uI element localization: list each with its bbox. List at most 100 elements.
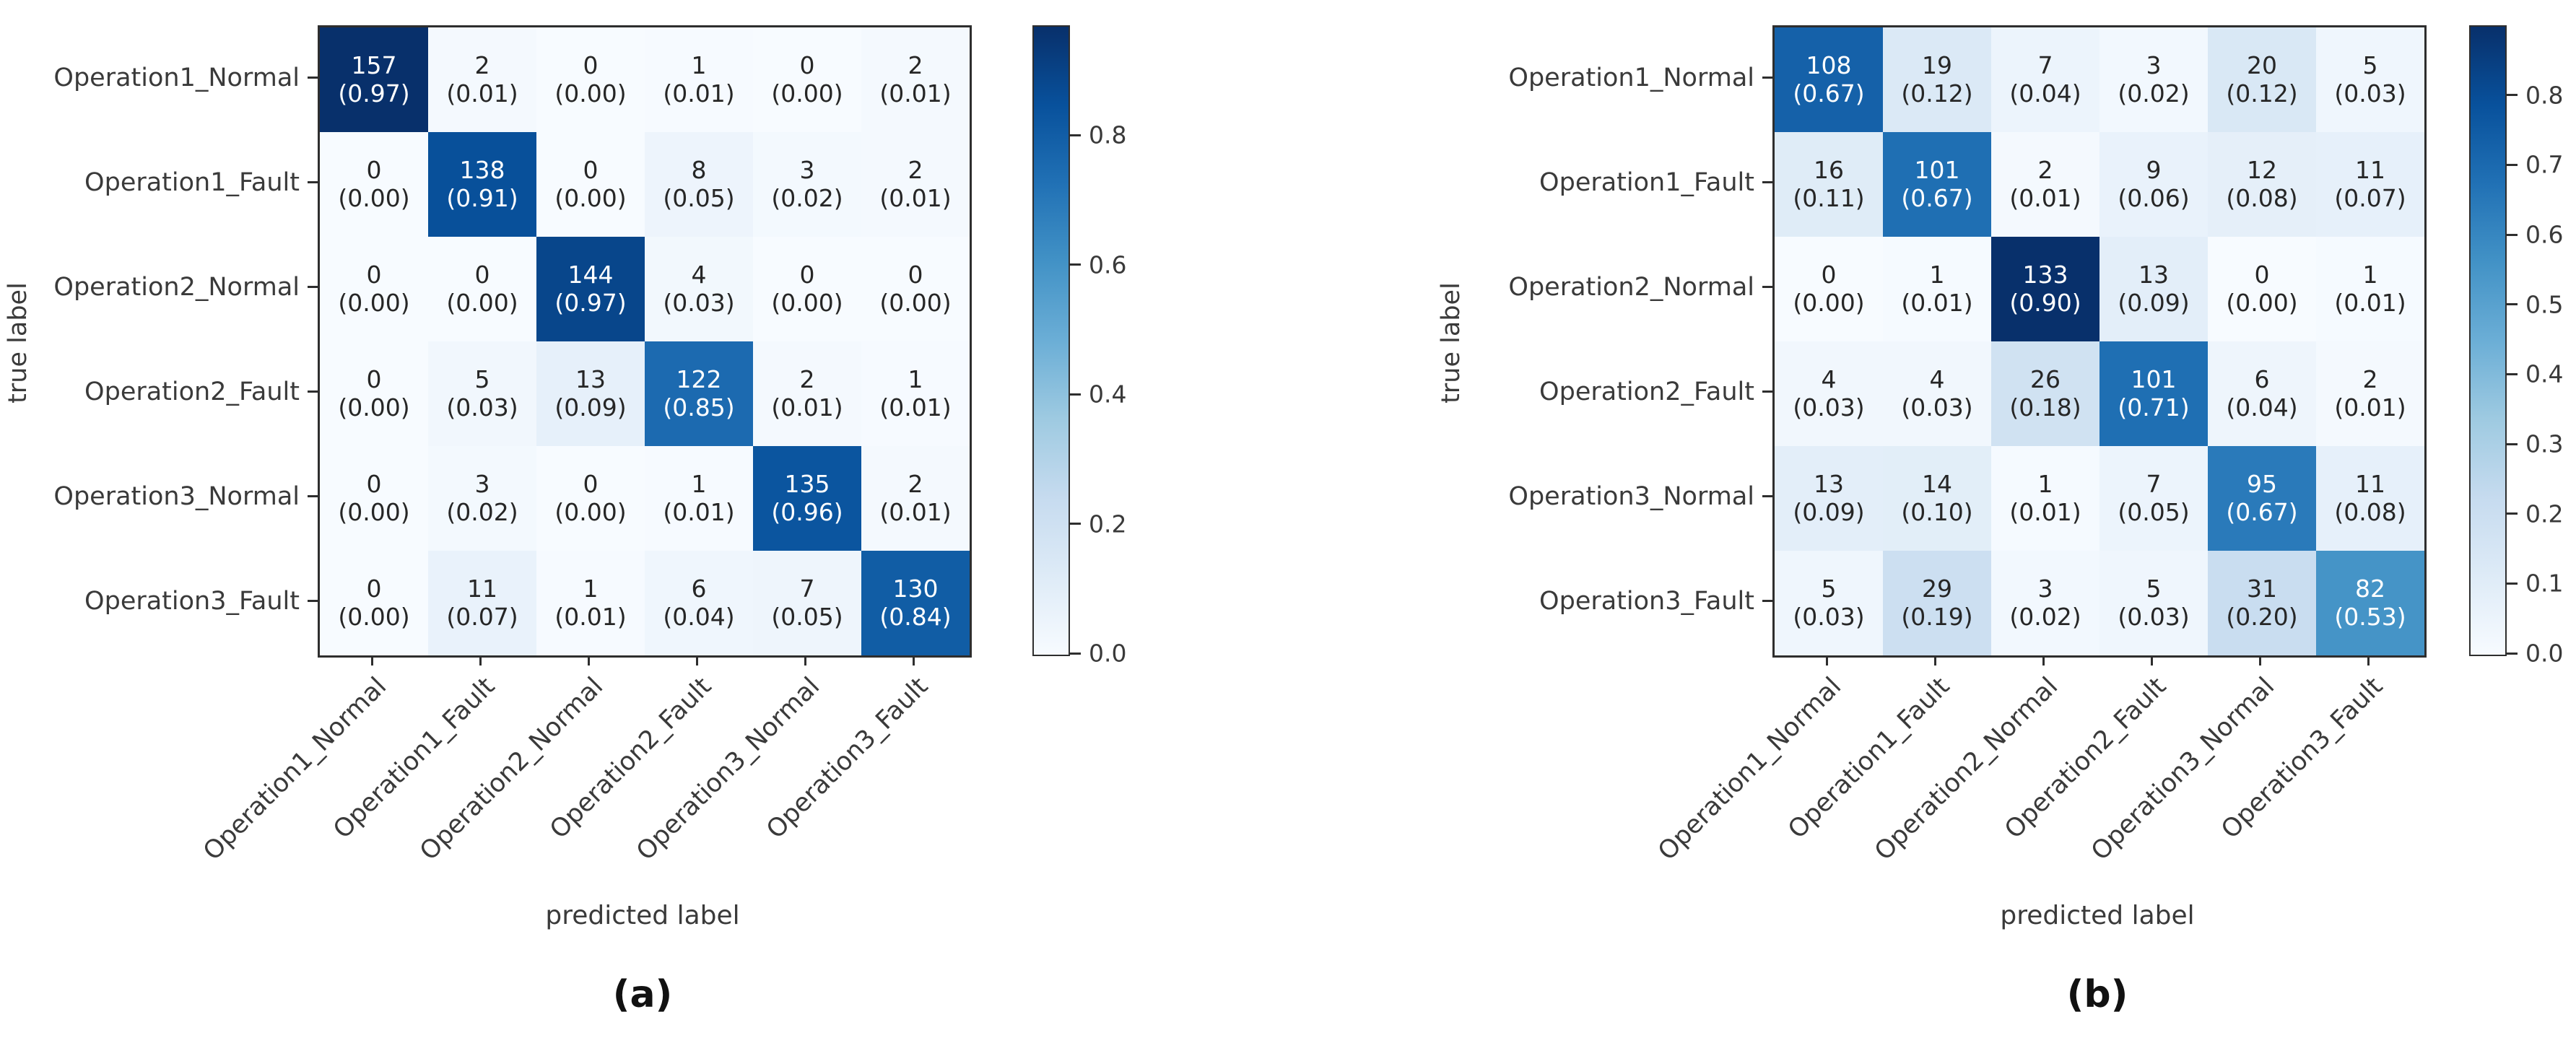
x-tick-mark — [587, 655, 590, 666]
colorbar-tick-label: 0.4 — [2525, 359, 2564, 388]
matrix-cell: 0(0.00) — [2208, 237, 2316, 341]
cell-proportion: (0.00) — [338, 288, 410, 317]
matrix-cell: 2(0.01) — [861, 27, 970, 132]
cell-proportion: (0.02) — [446, 497, 518, 526]
cell-proportion: (0.90) — [2009, 288, 2081, 317]
matrix-cell: 4(0.03) — [1883, 341, 1991, 446]
cell-proportion: (0.03) — [2334, 79, 2406, 108]
cell-count: 31 — [2247, 574, 2277, 603]
cell-count: 5 — [2146, 574, 2162, 603]
colorbar-a — [1032, 25, 1070, 656]
cell-proportion: (0.67) — [1793, 79, 1865, 108]
matrix-cell: 1(0.01) — [2316, 237, 2424, 341]
colorbar-b — [2469, 25, 2507, 656]
cell-proportion: (0.67) — [1901, 183, 1973, 212]
cell-proportion: (0.01) — [554, 602, 627, 631]
cell-count: 4 — [1929, 365, 1945, 393]
cell-count: 0 — [583, 469, 599, 498]
y-tick-mark — [1762, 181, 1772, 183]
matrix-cell: 29(0.19) — [1883, 551, 1991, 655]
cell-count: 29 — [1922, 574, 1952, 603]
matrix-cell: 0(0.00) — [1775, 237, 1883, 341]
matrix-cell: 7(0.05) — [2099, 446, 2208, 551]
cell-proportion: (0.53) — [2334, 602, 2406, 631]
matrix-cell: 6(0.04) — [645, 551, 753, 655]
cell-proportion: (0.18) — [2009, 393, 2081, 422]
cell-count: 16 — [1814, 155, 1844, 184]
row-label: Operation1_Normal — [1508, 63, 1754, 92]
matrix-cell: 0(0.00) — [320, 341, 428, 446]
matrix-cell: 0(0.00) — [320, 446, 428, 551]
matrix-cell: 12(0.08) — [2208, 132, 2316, 237]
colorbar-tick-label: 0.3 — [2525, 429, 2564, 458]
cell-proportion: (0.00) — [338, 183, 410, 212]
matrix-cell: 3(0.02) — [753, 132, 861, 237]
matrix-cell: 1(0.01) — [1883, 237, 1991, 341]
cell-proportion: (0.00) — [2226, 288, 2298, 317]
colorbar-tick-label: 0.1 — [2525, 569, 2564, 598]
cell-count: 157 — [351, 51, 397, 79]
cell-count: 5 — [1821, 574, 1837, 603]
cell-proportion: (0.06) — [2118, 183, 2190, 212]
matrix-cell: 82(0.53) — [2316, 551, 2424, 655]
cell-count: 9 — [2146, 155, 2162, 184]
matrix-cell: 101(0.71) — [2099, 341, 2208, 446]
x-tick-mark — [479, 655, 482, 666]
cell-count: 11 — [467, 574, 497, 603]
cell-proportion: (0.05) — [663, 183, 735, 212]
cell-count: 82 — [2355, 574, 2385, 603]
cell-count: 0 — [2254, 260, 2270, 289]
cell-count: 26 — [2030, 365, 2061, 393]
x-axis-label: predicted label — [2000, 901, 2195, 930]
cell-proportion: (0.10) — [1901, 497, 1973, 526]
row-label: Operation3_Fault — [1539, 586, 1754, 616]
matrix-cell: 7(0.05) — [753, 551, 861, 655]
cell-count: 135 — [784, 469, 830, 498]
y-tick-mark — [1762, 77, 1772, 79]
colorbar-tick-label: 0.4 — [1089, 380, 1127, 409]
cell-count: 13 — [1814, 469, 1844, 498]
colorbar-tick-mark — [2506, 163, 2518, 166]
subfigure-caption-a: (a) — [612, 973, 673, 1016]
cell-count: 3 — [2146, 51, 2162, 79]
matrix-cell: 5(0.03) — [428, 341, 536, 446]
matrix-cell: 11(0.07) — [428, 551, 536, 655]
cell-count: 13 — [2138, 260, 2169, 289]
matrix-cell: 133(0.90) — [1991, 237, 2099, 341]
cell-count: 3 — [799, 155, 815, 184]
cell-count: 138 — [459, 155, 505, 184]
cell-count: 7 — [799, 574, 815, 603]
cell-proportion: (0.97) — [554, 288, 627, 317]
colorbar-tick-label: 0.8 — [2525, 81, 2564, 110]
cell-proportion: (0.04) — [2009, 79, 2081, 108]
matrix-cell: 108(0.67) — [1775, 27, 1883, 132]
y-tick-mark — [1762, 286, 1772, 288]
cell-count: 19 — [1922, 51, 1952, 79]
cell-proportion: (0.01) — [2009, 497, 2081, 526]
cell-proportion: (0.00) — [554, 79, 627, 108]
matrix-cell: 13(0.09) — [2099, 237, 2208, 341]
matrix-cell: 0(0.00) — [536, 27, 645, 132]
cell-count: 101 — [1914, 155, 1960, 184]
cell-proportion: (0.08) — [2334, 497, 2406, 526]
x-tick-mark — [1933, 655, 1936, 666]
cell-count: 130 — [892, 574, 939, 603]
colorbar-tick-mark — [2506, 652, 2518, 655]
matrix-cell: 5(0.03) — [2099, 551, 2208, 655]
cell-count: 11 — [2355, 469, 2385, 498]
matrix-cell: 31(0.20) — [2208, 551, 2316, 655]
cell-proportion: (0.09) — [1793, 497, 1865, 526]
cell-count: 0 — [366, 365, 382, 393]
matrix-cell: 16(0.11) — [1775, 132, 1883, 237]
cell-proportion: (0.01) — [2334, 288, 2406, 317]
colorbar-tick-label: 0.2 — [2525, 499, 2564, 528]
cell-proportion: (0.05) — [2118, 497, 2190, 526]
y-tick-mark — [308, 600, 318, 602]
matrix-cell: 144(0.97) — [536, 237, 645, 341]
matrix-cell: 0(0.00) — [753, 27, 861, 132]
matrix-cell: 2(0.01) — [2316, 341, 2424, 446]
cell-proportion: (0.00) — [554, 497, 627, 526]
colorbar-tick-mark — [2506, 442, 2518, 445]
matrix-cell: 0(0.00) — [320, 551, 428, 655]
